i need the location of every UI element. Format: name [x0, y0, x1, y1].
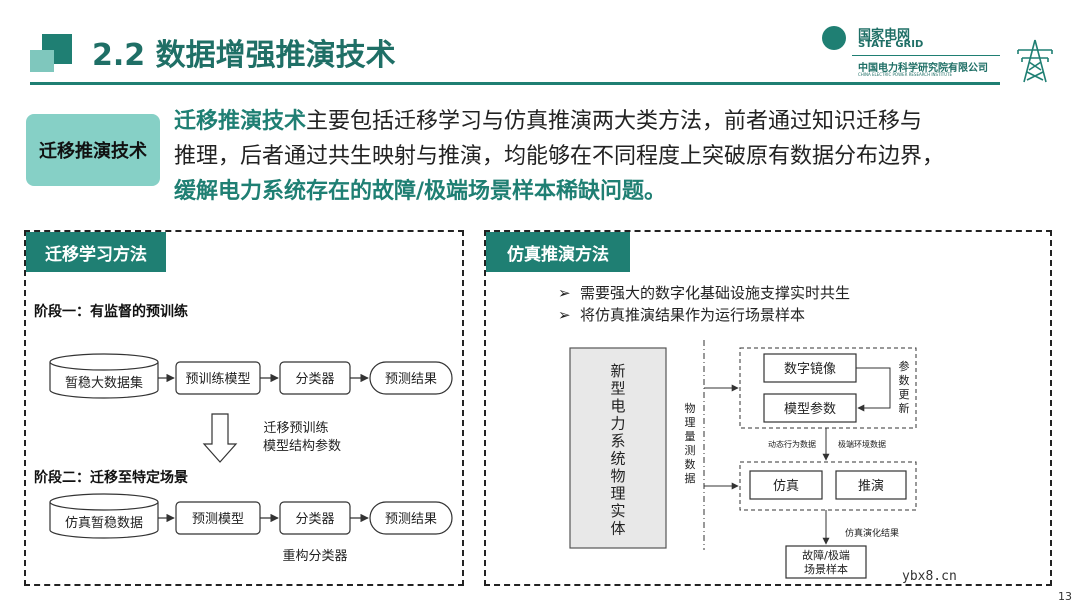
- output-line2: 场景样本: [804, 562, 848, 576]
- page-number: 13: [1058, 590, 1072, 603]
- svg-text:电: 电: [610, 397, 625, 415]
- param-update-label: 参 数 更 新: [899, 359, 910, 415]
- stage2-result-node: [369, 501, 453, 535]
- svg-text:物: 物: [685, 401, 696, 415]
- svg-text:新: 新: [610, 362, 625, 380]
- transfer-label-line2: 模型结构参数: [263, 438, 341, 454]
- bullet-text-2: 将仿真推演结果作为运行场景样本: [580, 306, 805, 324]
- model-params-label: 模型参数: [784, 401, 836, 417]
- logo-divider: [852, 55, 1000, 56]
- page-title: 2.2 数据增强推演技术: [92, 38, 396, 73]
- output-line1: 故障/极端: [802, 548, 850, 562]
- logo-text-cn: 国家电网: [858, 28, 911, 43]
- bullet-icon: ➢: [558, 284, 571, 302]
- svg-text:更: 更: [899, 388, 910, 401]
- stage1-classifier-label: 分类器: [295, 372, 334, 387]
- svg-text:实: 实: [610, 502, 625, 520]
- svg-text:型: 型: [610, 380, 625, 398]
- transfer-learning-panel: [24, 230, 464, 586]
- bullet-icon: ➢: [558, 306, 571, 324]
- power-tower-icon: [1017, 39, 1053, 83]
- transfer-learning-tag: 迁移学习方法: [26, 232, 166, 272]
- stage1-label: 阶段一：有监督的预训练: [34, 303, 188, 320]
- model-params-node: [763, 393, 857, 423]
- stage1-result-node: [369, 361, 453, 395]
- simulation-node: [749, 470, 823, 500]
- institute-name-cn: 中国电力科学研究院有限公司: [858, 63, 988, 74]
- svg-text:新: 新: [899, 401, 910, 415]
- watermark: ybx8.cn: [902, 569, 957, 584]
- digital-mirror-node: [763, 353, 857, 383]
- simulation-deduction-tag: 仿真推演方法: [486, 232, 630, 272]
- simulation-deduction-panel: [484, 230, 1052, 586]
- state-grid-logo-icon: [822, 26, 846, 50]
- stage1-model-label: 预训练模型: [185, 372, 250, 387]
- intro-line1: 主要包括迁移学习与仿真推演两大类方法，前者通过知识迁移与: [306, 109, 923, 134]
- digital-mirror-label: 数字镜像: [784, 362, 836, 377]
- intro-badge: 迁移推演技术: [26, 114, 160, 186]
- svg-text:数: 数: [899, 374, 910, 387]
- deduction-node: [835, 470, 907, 500]
- svg-text:测: 测: [685, 444, 696, 457]
- measurement-data-label: 物 理 量 测 数 据: [685, 401, 696, 485]
- svg-text:据: 据: [685, 471, 696, 485]
- simulation-bullets: ➢ 需要强大的数字化基础设施支撑实时共生 ➢ 将仿真推演结果作为运行场景样本: [558, 284, 850, 324]
- rebuild-classifier-label: 重构分类器: [282, 548, 347, 564]
- stage1-dataset-node: 暂稳大数据集: [49, 353, 159, 399]
- deduction-label: 推演: [858, 478, 884, 494]
- svg-text:参: 参: [899, 359, 910, 373]
- transfer-down-arrow: [202, 413, 238, 463]
- simulation-label: 仿真: [773, 479, 799, 494]
- bullet-text-1: 需要强大的数字化基础设施支撑实时共生: [580, 284, 850, 302]
- svg-text:系: 系: [610, 432, 625, 450]
- digital-twin-group: [739, 347, 917, 429]
- physical-entity-box: [569, 347, 667, 549]
- svg-text:理: 理: [610, 485, 625, 503]
- stage2-model-label: 预测模型: [192, 512, 244, 527]
- transfer-label-line1: 迁移预训练: [263, 421, 328, 436]
- svg-text:体: 体: [610, 520, 625, 538]
- sim-result-label: 仿真演化结果: [845, 527, 899, 539]
- stage2-label: 阶段二：迁移至特定场景: [34, 469, 188, 486]
- svg-text:量: 量: [685, 430, 696, 443]
- intro-highlight-tail: 缓解电力系统存在的故障/极端场景样本稀缺问题。: [174, 179, 667, 204]
- logo-text-en: STATE GRID: [858, 39, 924, 50]
- extreme-data-label: 极端环境数据: [838, 439, 886, 449]
- svg-text:数: 数: [685, 458, 696, 471]
- intro-highlight-lead: 迁移推演技术: [174, 109, 307, 134]
- stage2-dataset-label: 仿真暂稳数据: [65, 515, 143, 531]
- physical-entity-label: 新 型 电 力 系 统 物 理 实 体: [610, 362, 625, 538]
- intro-paragraph: 迁移推演技术主要包括迁移学习与仿真推演两大类方法，前者通过知识迁移与 推理，后者…: [174, 104, 1054, 209]
- title-accent-square-light: [30, 50, 54, 72]
- svg-text:力: 力: [610, 415, 625, 433]
- stage2-dataset-node: 仿真暂稳数据: [49, 493, 159, 539]
- dynamic-data-label: 动态行为数据: [768, 439, 816, 449]
- svg-text:统: 统: [610, 450, 625, 468]
- institute-name-en: CHINA ELECTRIC POWER RESEARCH INSTITUTE: [858, 72, 953, 77]
- stage2-result-label: 预测结果: [385, 512, 437, 527]
- stage1-result-label: 预测结果: [385, 372, 437, 387]
- svg-text:理: 理: [685, 416, 696, 429]
- param-update-loop: [856, 367, 891, 412]
- output-sample-node: [785, 545, 867, 579]
- title-divider: [30, 82, 1000, 85]
- stage1-dataset-label: 暂稳大数据集: [65, 375, 143, 391]
- stage2-classifier-label: 分类器: [295, 512, 334, 527]
- intro-line2: 推理，后者通过共生映射与推演，均能够在不同程度上突破原有数据分布边界，: [174, 144, 945, 169]
- svg-text:物: 物: [610, 467, 625, 485]
- simulation-group: [739, 461, 917, 511]
